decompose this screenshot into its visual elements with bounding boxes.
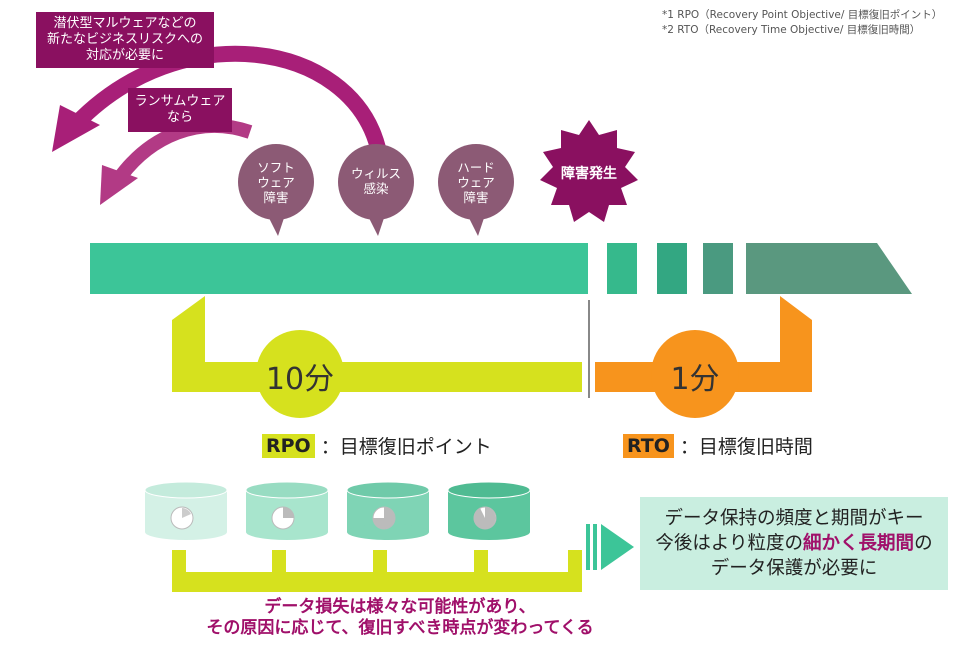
rpo-desc: ：目標復旧ポイント: [320, 436, 492, 458]
rto-label: RTO ：目標復旧時間: [623, 432, 813, 459]
incident-starburst-icon: [540, 120, 638, 222]
bubble-virus-line2: 感染: [363, 181, 389, 196]
footnotes: *1 RPO（Recovery Point Objective/ 目標復旧ポイン…: [662, 8, 942, 38]
timeline-bar: [90, 243, 912, 294]
callout-ransomware: ランサムウェア なら: [128, 88, 232, 132]
curved-arrow-large: [52, 45, 386, 152]
rto-value: 1分: [670, 362, 720, 397]
bubble-virus-infection: [338, 144, 414, 236]
rpo-tag: RPO: [262, 433, 315, 458]
right-arrow-icon: [586, 524, 634, 570]
info-line2-pre: 今後はより粒度の: [655, 533, 804, 554]
bubble-virus-text: ウィルス 感染: [338, 166, 414, 196]
backup-disk-1: [144, 481, 228, 540]
bubble-software-text: ソフト ウェア 障害: [238, 160, 314, 205]
bubble-hardware-line3: 障害: [463, 190, 489, 205]
rpo-bracket: [172, 296, 582, 418]
bubble-hardware-text: ハード ウェア 障害: [438, 160, 514, 205]
rpo-label: RPO ：目標復旧ポイント: [262, 432, 492, 459]
rto-bracket: [595, 296, 812, 418]
bubble-software-line3: 障害: [263, 190, 289, 205]
callout-malware-line3: 対応が必要に: [85, 48, 164, 63]
bubble-software-failure: [238, 144, 314, 236]
backup-disk-2: [245, 481, 329, 540]
bottom-message: データ損失は様々な可能性があり、 その原因に応じて、復旧すべき時点が変わってくる: [120, 597, 680, 639]
info-line2-highlight: 細かく長期間: [803, 533, 915, 554]
info-line1: データ保持の頻度と期間がキー: [664, 508, 924, 529]
bubble-software-line1: ソフト: [257, 160, 295, 175]
callout-malware-line2: 新たなビジネスリスクへの: [46, 32, 203, 47]
backup-disk-4: [447, 481, 531, 540]
bubble-software-line2: ウェア: [257, 175, 295, 190]
info-line2-post: の: [914, 533, 933, 554]
rto-footnote: *2 RTO（Recovery Time Objective/ 目標復旧時間）: [662, 24, 921, 36]
bubble-virus-line1: ウィルス: [350, 166, 401, 181]
rpo-footnote: *1 RPO（Recovery Point Objective/ 目標復旧ポイン…: [662, 9, 943, 21]
bottom-line1: データ損失は様々な可能性があり、: [264, 597, 536, 617]
backup-disk-3: [346, 481, 430, 540]
backup-bracket: [172, 550, 582, 592]
callout-ransomware-line2: なら: [166, 110, 193, 125]
info-line2: 今後はより粒度の細かく長期間の: [655, 531, 932, 556]
rto-tag: RTO: [623, 433, 674, 458]
bottom-line2: その原因に応じて、復旧すべき時点が変わってくる: [206, 618, 594, 638]
rpo-value: 10分: [265, 362, 335, 397]
curved-arrow-small: [100, 119, 253, 205]
bubble-hardware-line1: ハード: [457, 160, 495, 175]
bubble-hardware-failure: [438, 144, 514, 236]
rto-desc: ：目標復旧時間: [679, 436, 813, 458]
callout-malware-line1: 潜伏型マルウェアなどの: [53, 16, 197, 31]
bubble-hardware-line2: ウェア: [457, 175, 495, 190]
callout-malware: 潜伏型マルウェアなどの 新たなビジネスリスクへの 対応が必要に: [36, 12, 214, 68]
callout-ransomware-line1: ランサムウェア: [134, 94, 226, 109]
info-line3: データ保護が必要に: [710, 558, 878, 579]
incident-label: 障害発生: [561, 166, 617, 182]
info-box: データ保持の頻度と期間がキー 今後はより粒度の細かく長期間の データ保護が必要に: [640, 497, 948, 590]
